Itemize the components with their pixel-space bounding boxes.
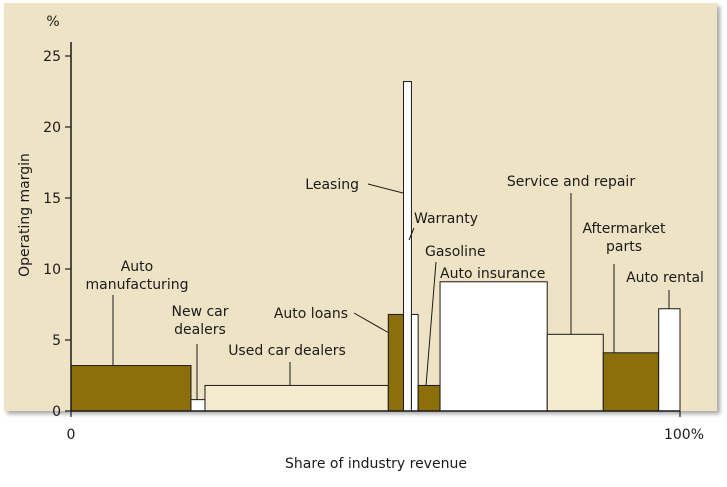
bar-new-car-dealers (190, 399, 206, 412)
label-gasoline: Gasoline (425, 244, 486, 260)
x-ticks: 0 100% (67, 411, 704, 443)
leader-line-leasing (367, 183, 404, 194)
label-auto-insurance: Auto insurance (440, 266, 545, 282)
bar-auto-rental (658, 308, 681, 412)
label-warranty: Warranty (414, 211, 478, 227)
bar-leasing (403, 81, 412, 412)
label-auto-rental: Auto rental (626, 270, 704, 286)
bar-auto-loans (387, 313, 405, 412)
leader-line-gasoline (425, 261, 437, 387)
y-tick-label: 0 (52, 404, 61, 420)
y-ticks: 0 5 10 15 20 25 (43, 49, 71, 420)
label-service-and-repair: Service and repair (507, 174, 635, 190)
bar-warranty (410, 313, 419, 412)
bar-service-and-repair (546, 333, 604, 412)
y-tick-label: 10 (43, 262, 61, 278)
leader-line-auto-loans (353, 312, 390, 334)
x-tick-label: 0 (67, 427, 76, 443)
bar-used-car-dealers (204, 384, 389, 412)
bar-auto-insurance (439, 281, 548, 412)
label-leasing: Leasing (305, 177, 359, 193)
y-tick-label: 15 (43, 191, 61, 207)
leader-line-warranty (408, 227, 415, 241)
y-tick-label: 5 (52, 333, 61, 349)
y-axis-title: Operating margin (17, 153, 33, 277)
label-used-car-dealers: Used car dealers (228, 343, 346, 359)
bar-gasoline (417, 384, 441, 412)
x-axis-title: Share of industry revenue (285, 456, 467, 472)
plot-background (4, 3, 717, 411)
bar-segments (70, 81, 681, 412)
y-unit-label: % (46, 14, 59, 30)
y-tick-label: 20 (43, 120, 61, 136)
axes: 0 5 10 15 20 25 0 100% (43, 42, 704, 443)
bar-auto-manufacturing (70, 365, 192, 412)
y-tick-label: 25 (43, 49, 61, 65)
bar-aftermarket-parts (602, 352, 660, 412)
label-auto-loans: Auto loans (274, 306, 348, 322)
x-tick-label: 100% (664, 427, 704, 443)
